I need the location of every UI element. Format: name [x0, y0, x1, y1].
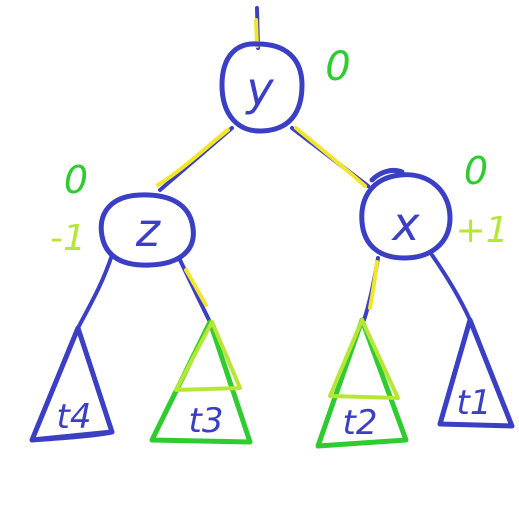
node-x-circle [359, 167, 453, 261]
node-x: x [359, 167, 453, 261]
subtree-t3: t3 [149, 319, 253, 445]
subtree-t1-triangle [437, 317, 515, 429]
highlight-y-x [294, 126, 367, 188]
edge-z-t4 [76, 253, 114, 330]
node-z-label: z [135, 203, 161, 257]
subtree-t3-cap [174, 320, 242, 392]
node-z-side-annot: -1 [50, 218, 86, 259]
node-x-balance: 0 [464, 149, 488, 193]
subtree-t4-triangle [29, 325, 115, 443]
subtree-t1-label: t1 [457, 383, 492, 423]
node-y-circle [219, 41, 305, 134]
node-x-side-annot: +1 [455, 210, 508, 251]
tree-edges [76, 6, 472, 330]
node-z-circle [98, 192, 196, 268]
highlight-strokes [156, 18, 379, 310]
subtree-t2-label: t2 [343, 403, 378, 443]
edge-z-t3 [178, 258, 212, 324]
subtree-t4: t4 [29, 325, 115, 443]
node-z: z [98, 192, 196, 268]
highlight-x-t2 [368, 260, 379, 310]
subtree-t4-label: t4 [57, 397, 92, 437]
edge-x-t1 [430, 253, 472, 322]
subtree-t2-triangle [315, 317, 409, 449]
subtree-t1: t1 [437, 317, 515, 429]
subtree-t2: t2 [315, 317, 409, 449]
node-y-label: y [244, 62, 274, 116]
node-z-balance: 0 [64, 158, 88, 202]
node-x-label: x [390, 197, 420, 251]
node-y: y [219, 41, 305, 134]
subtree-t2-cap [328, 318, 400, 400]
node-y-balance: 0 [325, 44, 350, 90]
subtree-t3-label: t3 [189, 401, 224, 441]
highlight-y-z [156, 128, 230, 187]
highlight-z-t3 [184, 268, 208, 307]
